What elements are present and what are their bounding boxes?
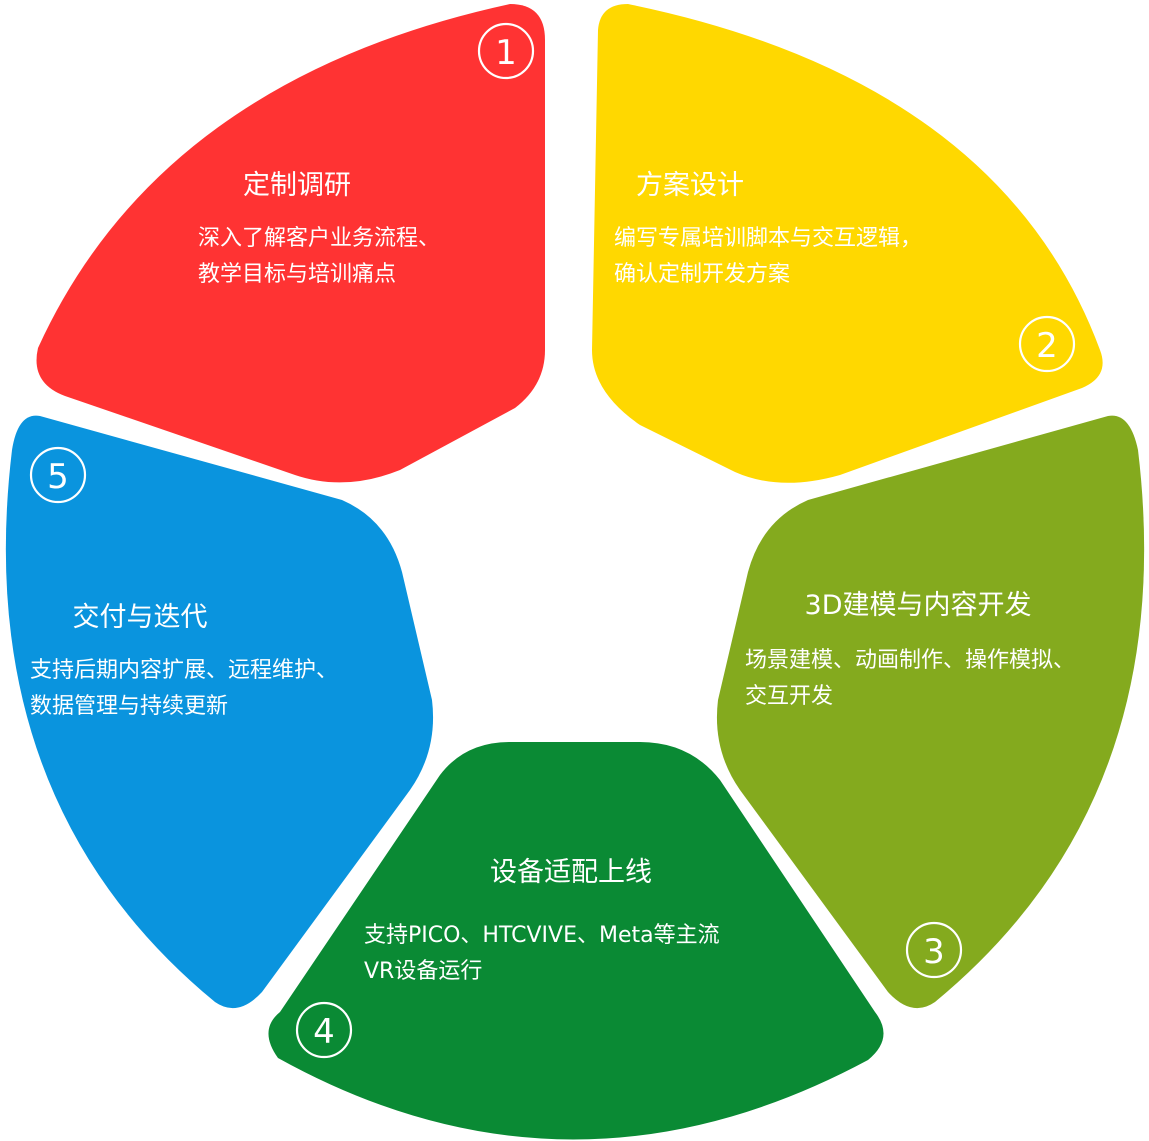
segment-5-delivery-iteration: 5 交付与迭代 支持后期内容扩展、远程维护、 数据管理与持续更新 — [5, 415, 434, 1009]
segment-2-title: 方案设计 — [636, 170, 744, 201]
number-badge-3-icon — [905, 921, 963, 979]
segment-3-desc-line2: 交互开发 — [745, 684, 833, 709]
number-1-label: 1 — [495, 33, 517, 73]
segment-2-desc-line1: 编写专属培训脚本与交互逻辑， — [614, 226, 922, 251]
number-badge-2-icon — [1018, 315, 1076, 373]
segment-5-desc-line2: 数据管理与持续更新 — [30, 694, 228, 719]
segment-3-title: 3D建模与内容开发 — [805, 590, 1032, 621]
segment-1-title: 定制调研 — [243, 170, 351, 201]
segment-4-shape — [268, 742, 884, 1140]
segment-3-desc-line1: 场景建模、动画制作、操作模拟、 — [745, 648, 1075, 673]
segment-5-title: 交付与迭代 — [73, 602, 208, 633]
segment-2-desc-line2: 确认定制开发方案 — [614, 262, 790, 287]
number-2-label: 2 — [1036, 326, 1058, 366]
segment-2-solution-design: 2 方案设计 编写专属培训脚本与交互逻辑， 确认定制开发方案 — [592, 4, 1103, 483]
segment-4-device-deployment: 4 设备适配上线 支持PICO、HTCVIVE、Meta等主流 VR设备运行 — [268, 742, 884, 1140]
segment-5-desc-line1: 支持后期内容扩展、远程维护、 — [30, 658, 338, 683]
number-4-label: 4 — [313, 1012, 335, 1052]
number-3-label: 3 — [923, 932, 945, 972]
segment-3-modeling-development: 3 3D建模与内容开发 场景建模、动画制作、操作模拟、 交互开发 — [716, 415, 1145, 1009]
segment-4-desc-line2: VR设备运行 — [364, 959, 482, 984]
number-badge-4-icon — [295, 1001, 353, 1059]
segment-1-desc-line2: 教学目标与培训痛点 — [198, 262, 396, 287]
segment-1-shape — [36, 4, 545, 483]
segment-2-shape — [592, 4, 1103, 483]
number-badge-1-icon — [477, 22, 535, 80]
segment-1-desc-line1: 深入了解客户业务流程、 — [198, 226, 440, 251]
segment-5-shape — [5, 415, 434, 1009]
segment-3-shape — [716, 415, 1145, 1009]
number-5-label: 5 — [47, 457, 69, 497]
segment-4-desc-line1: 支持PICO、HTCVIVE、Meta等主流 — [364, 923, 720, 948]
number-badge-5-icon — [29, 446, 87, 504]
segment-1-custom-research: 1 定制调研 深入了解客户业务流程、 教学目标与培训痛点 — [36, 4, 545, 483]
segment-4-title: 设备适配上线 — [490, 857, 652, 888]
